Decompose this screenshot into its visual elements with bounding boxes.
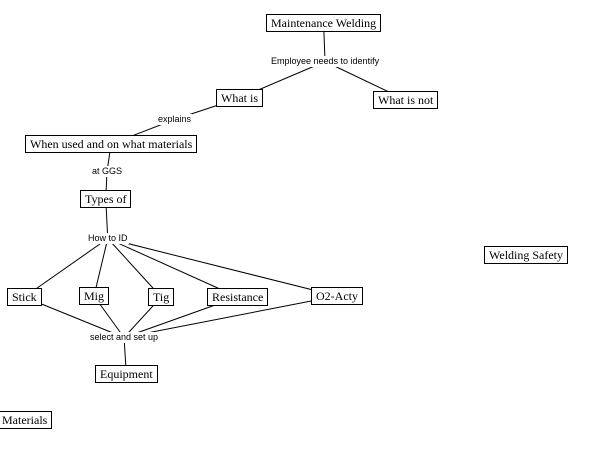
connector-o2_acty-select_setup xyxy=(123,295,338,338)
concept-materials: Materials xyxy=(0,411,53,429)
connector-how_to_id-tig xyxy=(107,238,162,298)
concept-tig: Tig xyxy=(148,288,175,306)
concept-maintenance-welding: Maintenance Welding xyxy=(266,14,382,32)
concept-o2-acty: O2-Acty xyxy=(311,287,363,305)
concept-equipment: Equipment xyxy=(95,365,158,383)
concept-what-is: What is xyxy=(216,89,263,107)
concept-mig: Mig xyxy=(79,287,110,305)
link-label-how-to-id: How to ID xyxy=(87,233,129,244)
connector-how_to_id-mig xyxy=(93,238,109,297)
concept-resistance: Resistance xyxy=(207,288,269,306)
link-label-at-ggs: at GGS xyxy=(91,166,124,177)
concept-stick: Stick xyxy=(7,288,42,306)
link-label-explains: explains xyxy=(157,114,193,125)
link-label-select-and-set-up: select and set up xyxy=(89,332,160,343)
concept-welding-safety: Welding Safety xyxy=(484,246,569,264)
connector-how_to_id-stick xyxy=(24,238,109,298)
link-label-employee-needs-to-identify: Employee needs to identify xyxy=(270,56,381,67)
connector-how_to_id-o2_acty xyxy=(107,238,338,297)
connector-how_to_id-resistance xyxy=(107,238,238,298)
concept-when-used-and-on-what-materials: When used and on what materials xyxy=(25,135,198,153)
concept-what-is-not: What is not xyxy=(373,91,439,109)
concept-types-of: Types of xyxy=(80,190,132,208)
